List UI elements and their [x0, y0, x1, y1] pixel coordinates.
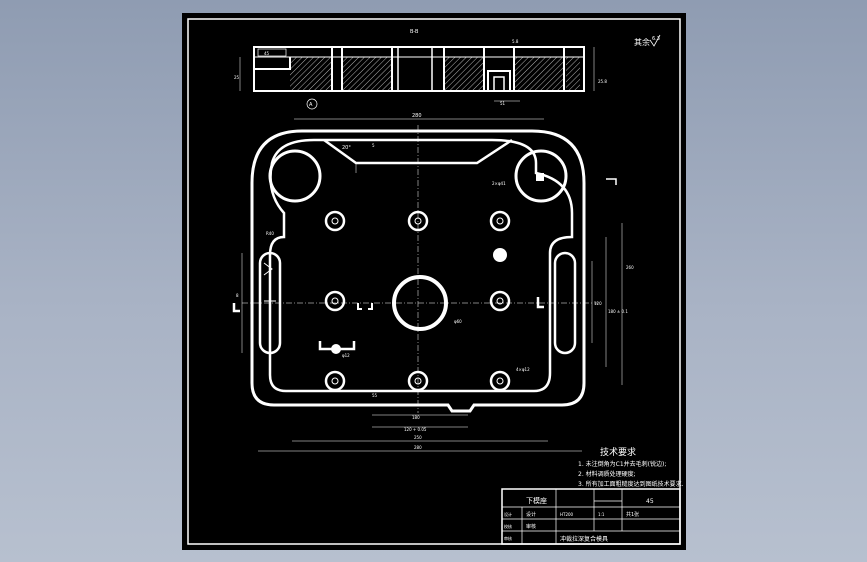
svg-text:3. 所有加工面粗糙度达到图纸技术要求.: 3. 所有加工面粗糙度达到图纸技术要求.	[578, 480, 684, 488]
svg-text:A: A	[309, 102, 313, 108]
material: 45	[646, 498, 654, 505]
svg-text:45: 45	[264, 51, 270, 56]
view-marker	[306, 98, 318, 110]
school-name: 冲裁拉深复合模具	[560, 535, 608, 543]
bolt-holes	[324, 210, 511, 392]
svg-text:2×φ41: 2×φ41	[492, 181, 506, 186]
svg-text:1. 未注倒角为C1并去毛刺(锐边);: 1. 未注倒角为C1并去毛刺(锐边);	[578, 460, 666, 468]
svg-text:5: 5	[372, 143, 375, 148]
svg-text:8: 8	[236, 293, 239, 298]
svg-text:51: 51	[500, 101, 506, 106]
guide-hole-right	[514, 149, 568, 203]
svg-text:250: 250	[414, 435, 422, 440]
roughness-symbol	[649, 34, 661, 47]
cad-drawing: 其余 6.3 B-B 45 5.8	[187, 18, 684, 545]
drawing-sheet: 其余 6.3 B-B 45 5.8	[182, 13, 686, 550]
outer-contour	[250, 129, 586, 413]
svg-text:设计: 设计	[504, 511, 512, 517]
plan-view: 280 20° 5 2×φ41 R40 φ60	[232, 113, 634, 452]
sheet-count: 共1张	[626, 511, 639, 518]
hatch-2	[342, 57, 392, 91]
svg-text:260: 260	[626, 265, 634, 270]
section-label: B-B	[410, 29, 419, 35]
hatch-1	[290, 57, 332, 91]
roughness-value: 6.3	[652, 36, 660, 42]
svg-text:5.8: 5.8	[512, 39, 519, 44]
svg-text:180: 180	[412, 415, 420, 420]
drawing-frame	[187, 18, 681, 545]
top-slot	[323, 138, 513, 165]
svg-text:R40: R40	[266, 231, 274, 236]
section-view: B-B 45 5.8 25 51	[234, 29, 607, 110]
svg-text:审核: 审核	[526, 523, 536, 530]
scale: 1:1	[598, 512, 605, 517]
hatch-5	[566, 57, 580, 91]
svg-text:180 ± 0.1: 180 ± 0.1	[608, 309, 628, 314]
drawing-number: HT200	[560, 512, 574, 517]
svg-text:20°: 20°	[342, 145, 351, 151]
svg-text:120: 120	[594, 301, 602, 306]
guide-hole-left	[268, 149, 322, 203]
svg-text:φ60: φ60	[454, 319, 462, 324]
svg-text:55: 55	[372, 393, 378, 398]
svg-text:4×φ12: 4×φ12	[516, 367, 530, 372]
svg-text:设计: 设计	[526, 511, 536, 518]
svg-text:φ12: φ12	[342, 353, 350, 358]
hatch-4	[514, 57, 564, 91]
tech-req-title: 技术要求	[600, 446, 636, 458]
inner-contour	[268, 138, 574, 393]
section-label-box	[257, 48, 287, 57]
technical-requirements: 技术要求 1. 未注倒角为C1并去毛刺(锐边); 2. 材料调质处理硬度; 3.…	[578, 446, 684, 488]
part-name: 下模座	[526, 496, 547, 505]
svg-text:25.8: 25.8	[598, 79, 607, 84]
svg-text:120 + 0.05: 120 + 0.05	[404, 427, 427, 432]
svg-text:校核: 校核	[504, 523, 512, 529]
svg-text:280: 280	[414, 445, 422, 450]
roughness-label: 其余	[634, 37, 650, 47]
svg-text:25: 25	[234, 75, 240, 80]
title-block: 下模座 45 设计 校核 审核 设计 审核 HT200 1:1 共1张 冲裁拉深…	[501, 488, 681, 545]
svg-text:280: 280	[412, 113, 422, 119]
svg-text:2. 材料调质处理硬度;: 2. 材料调质处理硬度;	[578, 470, 636, 478]
hatch-3	[444, 57, 484, 91]
svg-text:审核: 审核	[504, 535, 512, 541]
